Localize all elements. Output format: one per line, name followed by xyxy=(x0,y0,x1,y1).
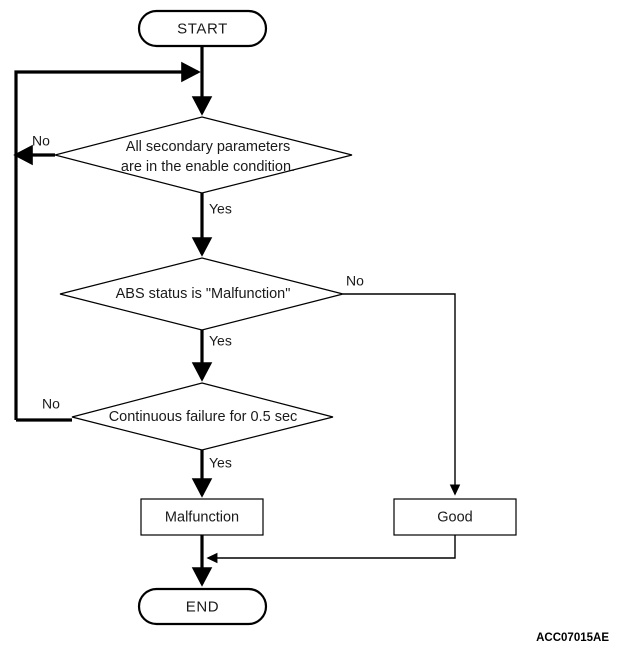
node-result-good xyxy=(393,498,517,536)
edge-abs-no-to-good xyxy=(343,293,461,496)
node-decision-secondary-label-line1: All secondary parameters xyxy=(126,139,290,155)
node-end xyxy=(137,587,268,626)
node-decision-secondary-label-line2: are in the enable condition. xyxy=(121,159,295,175)
node-decision-abs-status xyxy=(59,257,344,331)
node-start-label: START xyxy=(177,20,228,37)
node-decision-abs-status-label: ABS status is "Malfunction" xyxy=(116,286,291,302)
edge-label-secondary-yes: Yes xyxy=(209,201,232,217)
figure-code-watermark: ACC07015AE xyxy=(536,632,609,644)
node-result-malfunction xyxy=(140,498,264,536)
node-decision-secondary-parameters xyxy=(52,116,353,194)
edge-label-continuous-yes: Yes xyxy=(209,455,232,471)
edge-label-abs-yes: Yes xyxy=(209,333,232,349)
edge-good-to-end-merge xyxy=(206,535,456,564)
node-end-label: END xyxy=(186,598,219,615)
edge-label-abs-no: No xyxy=(346,273,364,289)
node-result-good-label: Good xyxy=(437,509,472,525)
edge-label-secondary-no: No xyxy=(32,133,50,149)
node-decision-continuous-failure xyxy=(71,382,334,451)
node-decision-continuous-failure-label: Continuous failure for 0.5 sec xyxy=(109,409,298,425)
node-start xyxy=(137,9,268,48)
left-trunk-line xyxy=(14,61,201,420)
edge-label-continuous-no: No xyxy=(42,396,60,412)
node-result-malfunction-label: Malfunction xyxy=(165,509,239,525)
